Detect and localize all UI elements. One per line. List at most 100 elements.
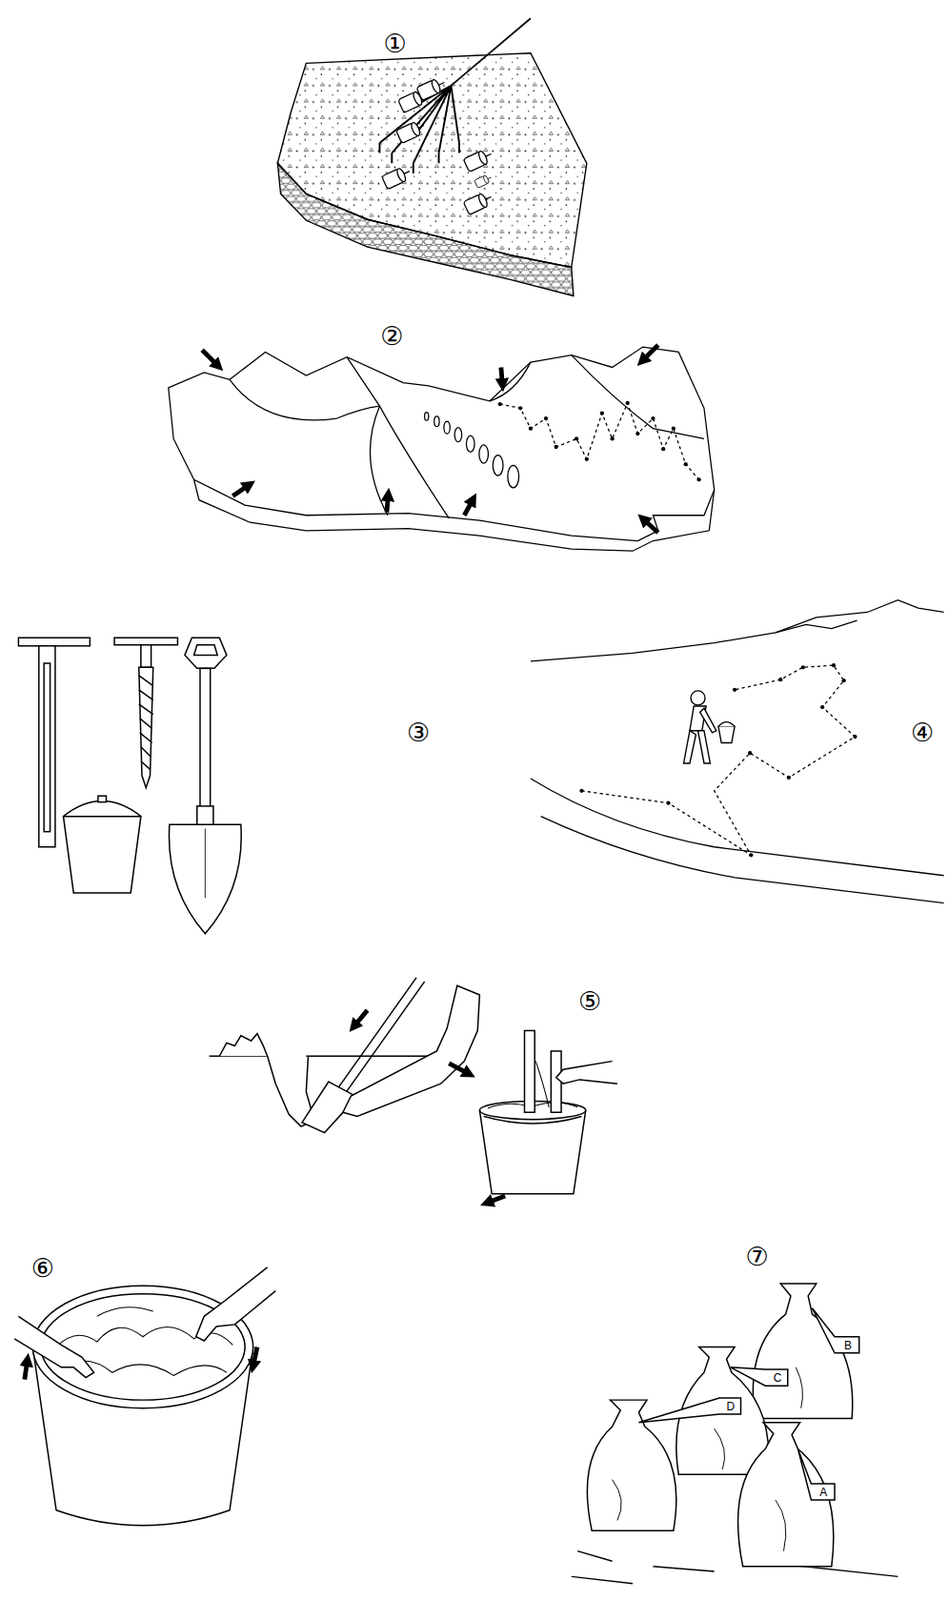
slab-panel-part-part-part	[409, 121, 422, 137]
field-panel-part	[530, 600, 945, 662]
slab-panel-part-part-part	[487, 177, 491, 180]
bag-tag-letter: D	[726, 1400, 736, 1412]
field-panel-part	[775, 620, 858, 633]
digging-panel-part	[524, 1029, 536, 1112]
landscape-panel-part-part	[463, 504, 470, 516]
tools-panel-part	[63, 816, 142, 893]
tools-panel-part	[194, 645, 219, 656]
landscape-panel-part-part	[507, 464, 520, 488]
landscape-panel-part	[201, 344, 659, 533]
landscape-panel-part-part	[528, 426, 533, 431]
slab-panel-part-part	[463, 147, 495, 173]
callout-number: ④	[910, 718, 934, 745]
field-panel-part-part	[732, 687, 737, 692]
digging-panel	[209, 977, 618, 1202]
field-panel-part	[541, 816, 945, 904]
landscape-panel-part-part	[232, 487, 245, 497]
digging-panel-part	[484, 1115, 583, 1123]
digging-panel-part	[535, 1061, 549, 1108]
tools-panel-part	[63, 801, 142, 817]
slab-panel-part-part-part	[485, 153, 492, 157]
landscape-panel-part-part	[434, 416, 440, 427]
mixing-panel-part	[97, 1307, 154, 1317]
slab-panel-part	[382, 76, 495, 216]
field-panel-part-part	[778, 677, 783, 682]
landscape-panel-part	[369, 405, 388, 516]
tools-panel-part	[184, 637, 227, 668]
bags-panel-part	[730, 1367, 788, 1386]
field-panel-part-part	[684, 730, 697, 764]
field-panel-part-part	[718, 722, 735, 727]
slab-panel-part-part	[396, 119, 428, 144]
landscape-panel-part-part	[600, 411, 605, 416]
slab-panel-part-part	[463, 190, 495, 216]
tools-panel-part	[139, 666, 154, 787]
tools-panel	[18, 637, 242, 934]
tools-panel-part	[204, 827, 206, 898]
landscape-panel-part-part	[386, 500, 388, 513]
callout-number: ②	[380, 322, 404, 349]
digging-panel-part-part	[357, 1009, 368, 1023]
field-panel-part-part	[747, 750, 752, 755]
digging-panel-part	[342, 985, 480, 1116]
landscape-panel-part	[489, 362, 531, 402]
landscape-panel-part	[498, 401, 702, 483]
landscape-panel-part-part	[479, 444, 489, 464]
landscape-panel-part	[346, 357, 449, 519]
slab-panel-part-part-part	[439, 82, 445, 86]
tools-panel-part	[43, 663, 50, 832]
landscape-panel-part-part	[696, 477, 701, 482]
slab-panel-part-part	[474, 173, 494, 188]
landscape-panel-part-part	[609, 436, 614, 441]
field-panel-part-part	[820, 705, 825, 709]
landscape-panel-part-part	[498, 402, 503, 406]
tools-panel-part	[141, 645, 152, 668]
tools-panel-part	[98, 795, 107, 802]
field-panel-part-part	[718, 726, 735, 743]
field-panel-part-part	[690, 690, 706, 706]
landscape-panel-part-part	[574, 436, 579, 441]
landscape-panel-part	[424, 412, 520, 488]
slab-panel-part-part	[416, 76, 448, 101]
callout-number: ⑤	[578, 987, 602, 1013]
callout-number: ①	[383, 29, 406, 56]
field-panel	[530, 600, 945, 904]
slab-panel-part-part-part	[418, 125, 424, 129]
digging-panel-part	[479, 1109, 585, 1194]
slab-panel-part-part-part	[477, 192, 489, 208]
landscape-panel	[168, 344, 715, 551]
field-panel-part-part	[698, 730, 711, 764]
slab-panel-part-part-part	[483, 175, 490, 185]
tools-panel-part	[200, 667, 211, 811]
landscape-panel-part-part	[518, 405, 523, 410]
landscape-panel-part-part	[650, 416, 655, 421]
bags-panel	[571, 1283, 899, 1584]
field-panel-part-part	[842, 678, 847, 683]
field-panel-part-part	[700, 707, 717, 733]
slab-panel-part-part	[382, 164, 414, 190]
landscape-panel-part	[571, 355, 705, 440]
tools-panel-part	[114, 637, 178, 645]
landscape-panel-part-part	[645, 344, 659, 358]
landscape-panel-part-part	[465, 435, 475, 452]
digging-panel-part	[556, 1061, 618, 1085]
landscape-panel-part-part	[635, 431, 640, 436]
mixing-panel	[14, 1267, 276, 1526]
landscape-panel-part-part	[554, 444, 559, 449]
tools-panel-part	[168, 824, 242, 934]
field-panel-part	[530, 778, 945, 876]
slab-panel-part-part-part	[477, 149, 489, 165]
slab-panel-part-part-part	[430, 78, 443, 94]
mixing-panel-part	[196, 1267, 277, 1341]
mixing-panel-part	[24, 1346, 258, 1379]
landscape-panel-part-part	[661, 446, 666, 451]
slab-panel-part	[379, 85, 460, 163]
bags-panel-part	[612, 1367, 804, 1552]
field-panel-part	[579, 663, 857, 857]
slab-panel-part-part-part	[403, 171, 410, 175]
bags-panel-part	[797, 1449, 835, 1501]
slab-panel-part	[277, 53, 586, 268]
bags-panel-part	[811, 1308, 859, 1353]
callout-number: ⑦	[746, 1243, 769, 1270]
